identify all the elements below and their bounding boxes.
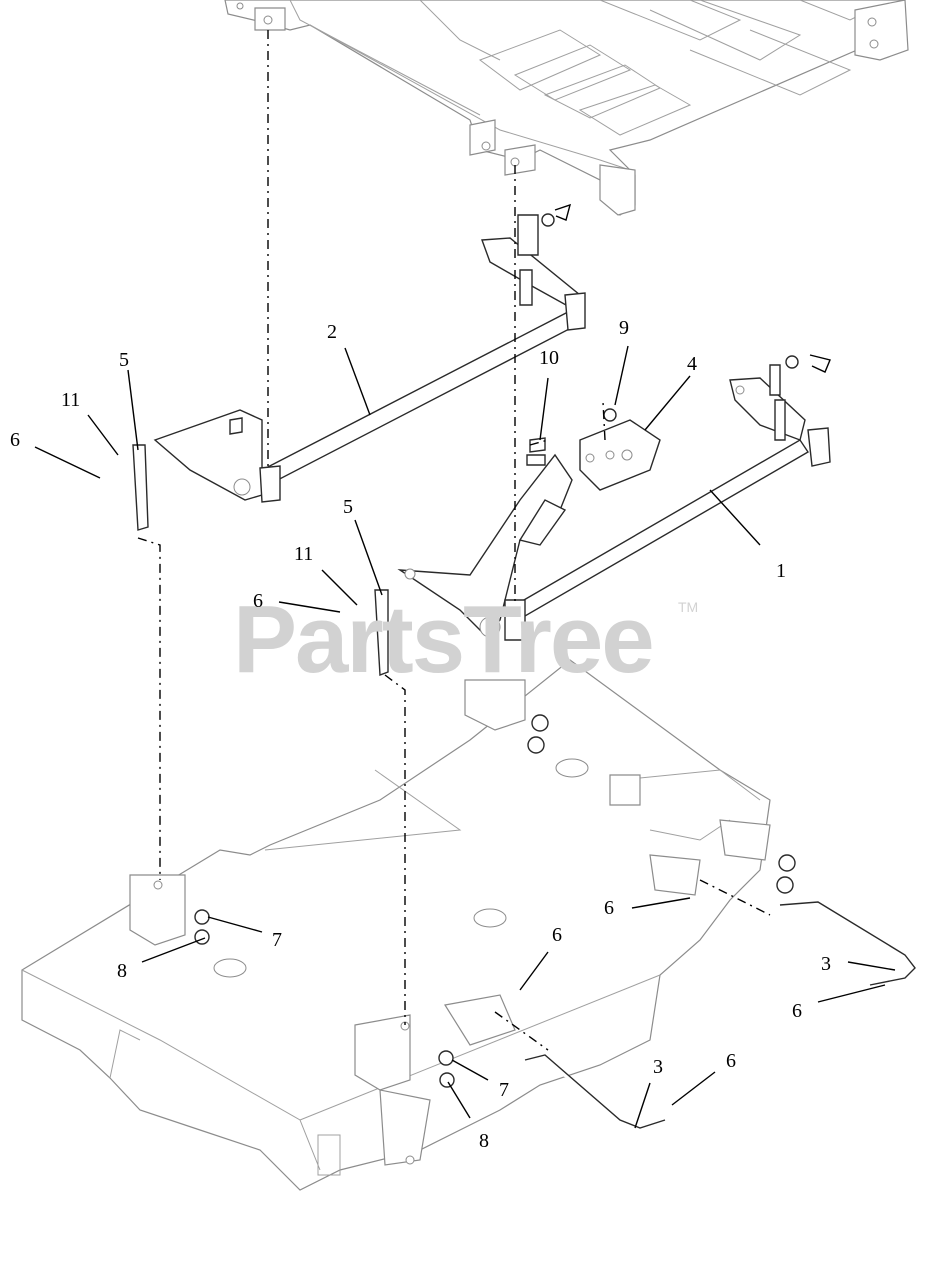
bracket (579, 419, 661, 491)
pins (524, 901, 916, 1129)
callout-5: 5 (343, 496, 353, 518)
callout-6: 6 (552, 924, 562, 946)
hardware-pins (526, 203, 831, 466)
lift-arm-left (153, 214, 586, 503)
callout-7: 7 (499, 1079, 509, 1101)
upper-frame (224, 0, 909, 216)
mower-deck (21, 659, 796, 1191)
callout-4: 4 (687, 353, 697, 375)
callout-11: 11 (61, 389, 80, 411)
watermark-text: PartsTree (233, 586, 653, 693)
lift-rods (132, 444, 389, 676)
callout-1: 1 (776, 560, 786, 582)
callout-3: 3 (653, 1056, 663, 1078)
callout-6: 6 (253, 590, 263, 612)
watermark: PartsTree TM (233, 586, 698, 693)
callout-5: 5 (119, 349, 129, 371)
watermark-trademark: TM (678, 599, 698, 615)
callout-6: 6 (604, 897, 614, 919)
callout-9: 9 (619, 317, 629, 339)
callout-6: 6 (792, 1000, 802, 1022)
callout-6: 6 (10, 429, 20, 451)
callout-8: 8 (479, 1130, 489, 1152)
callout-labels: 1 2 3 3 4 5 5 6 6 6 6 6 6 7 7 8 8 9 10 1… (10, 317, 831, 1152)
callout-2: 2 (327, 321, 337, 343)
center-arm (397, 453, 573, 641)
callout-3: 3 (821, 953, 831, 975)
callout-10: 10 (539, 347, 559, 369)
lift-arm-right (516, 364, 831, 617)
callout-7: 7 (272, 929, 282, 951)
callout-8: 8 (117, 960, 127, 982)
hidden-lines (137, 30, 771, 1051)
callout-11: 11 (294, 543, 313, 565)
callout-6: 6 (726, 1050, 736, 1072)
leader-lines (34, 345, 896, 1129)
